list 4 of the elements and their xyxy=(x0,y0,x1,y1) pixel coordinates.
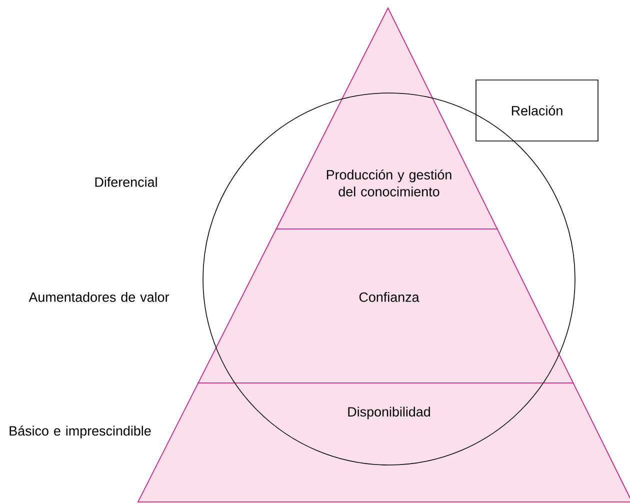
relation-circle xyxy=(202,92,576,466)
side-label: Aumentadores de valor xyxy=(28,292,170,302)
label-box: Relación xyxy=(476,80,598,142)
side-label: Diferencial xyxy=(95,177,157,187)
